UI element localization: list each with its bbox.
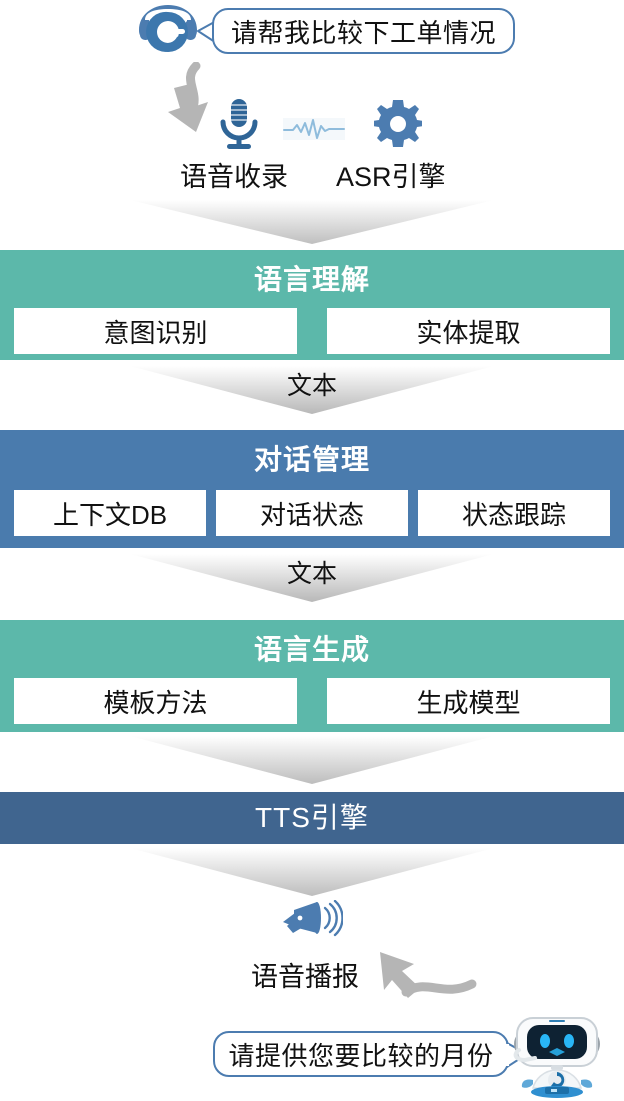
bot-speech-bubble-text: 请提供您要比较的月份 — [228, 1040, 494, 1071]
section-nlu-boxes: 意图识别 实体提取 — [14, 308, 610, 354]
user-speech-bubble-text: 请帮我比较下工单情况 — [230, 17, 496, 48]
waveform-icon — [283, 118, 345, 140]
section-nlu-title: 语言理解 — [253, 264, 370, 295]
voice-capture-label: 语音收录 — [180, 162, 288, 192]
bot-speech-bubble: 请提供您要比较的月份 — [213, 1031, 509, 1077]
section-nlu: 语言理解 意图识别 实体提取 — [0, 250, 624, 360]
connector-label-3: 文本 — [286, 560, 337, 588]
nlu-cell-intent[interactable]: 意图识别 — [14, 308, 297, 354]
section-nlg-boxes: 模板方法 生成模型 — [14, 678, 610, 724]
section-tts-engine: TTS引擎 — [0, 792, 624, 844]
connector-arrow-4 — [0, 734, 624, 788]
connector-arrow-2: 文本 — [0, 362, 624, 420]
section-nlg-title: 语言生成 — [253, 634, 370, 665]
section-dm-boxes: 上下文DB 对话状态 状态跟踪 — [14, 490, 610, 536]
microphone-icon — [220, 99, 258, 149]
section-dm-title: 对话管理 — [253, 444, 370, 475]
connector-arrow-3: 文本 — [0, 550, 624, 608]
section-nlg: 语言生成 模板方法 生成模型 — [0, 620, 624, 732]
connector-label-2: 文本 — [286, 372, 337, 400]
voice-broadcast-label: 语音播报 — [251, 962, 359, 992]
section-dialog-management: 对话管理 上下文DB 对话状态 状态跟踪 — [0, 430, 624, 548]
megaphone-icon — [283, 900, 343, 937]
robot-assistant-icon — [513, 1017, 600, 1098]
nlg-cell-generative-model[interactable]: 生成模型 — [327, 678, 610, 724]
dm-cell-dialog-state[interactable]: 对话状态 — [216, 490, 408, 536]
dm-cell-context-db[interactable]: 上下文DB — [14, 490, 206, 536]
asr-engine-label: ASR引擎 — [336, 162, 446, 192]
headset-avatar-icon — [139, 5, 197, 52]
connector-arrow-1 — [0, 200, 624, 250]
section-tts-title: TTS引擎 — [255, 802, 369, 833]
gear-icon — [374, 100, 422, 147]
user-speech-bubble: 请帮我比较下工单情况 — [212, 8, 515, 54]
nlu-cell-entity[interactable]: 实体提取 — [327, 308, 610, 354]
curved-arrow-up-left-icon — [380, 952, 477, 998]
nlg-cell-template[interactable]: 模板方法 — [14, 678, 297, 724]
dm-cell-state-tracking[interactable]: 状态跟踪 — [418, 490, 610, 536]
curved-arrow-down-icon — [168, 62, 208, 132]
connector-arrow-5 — [0, 846, 624, 900]
